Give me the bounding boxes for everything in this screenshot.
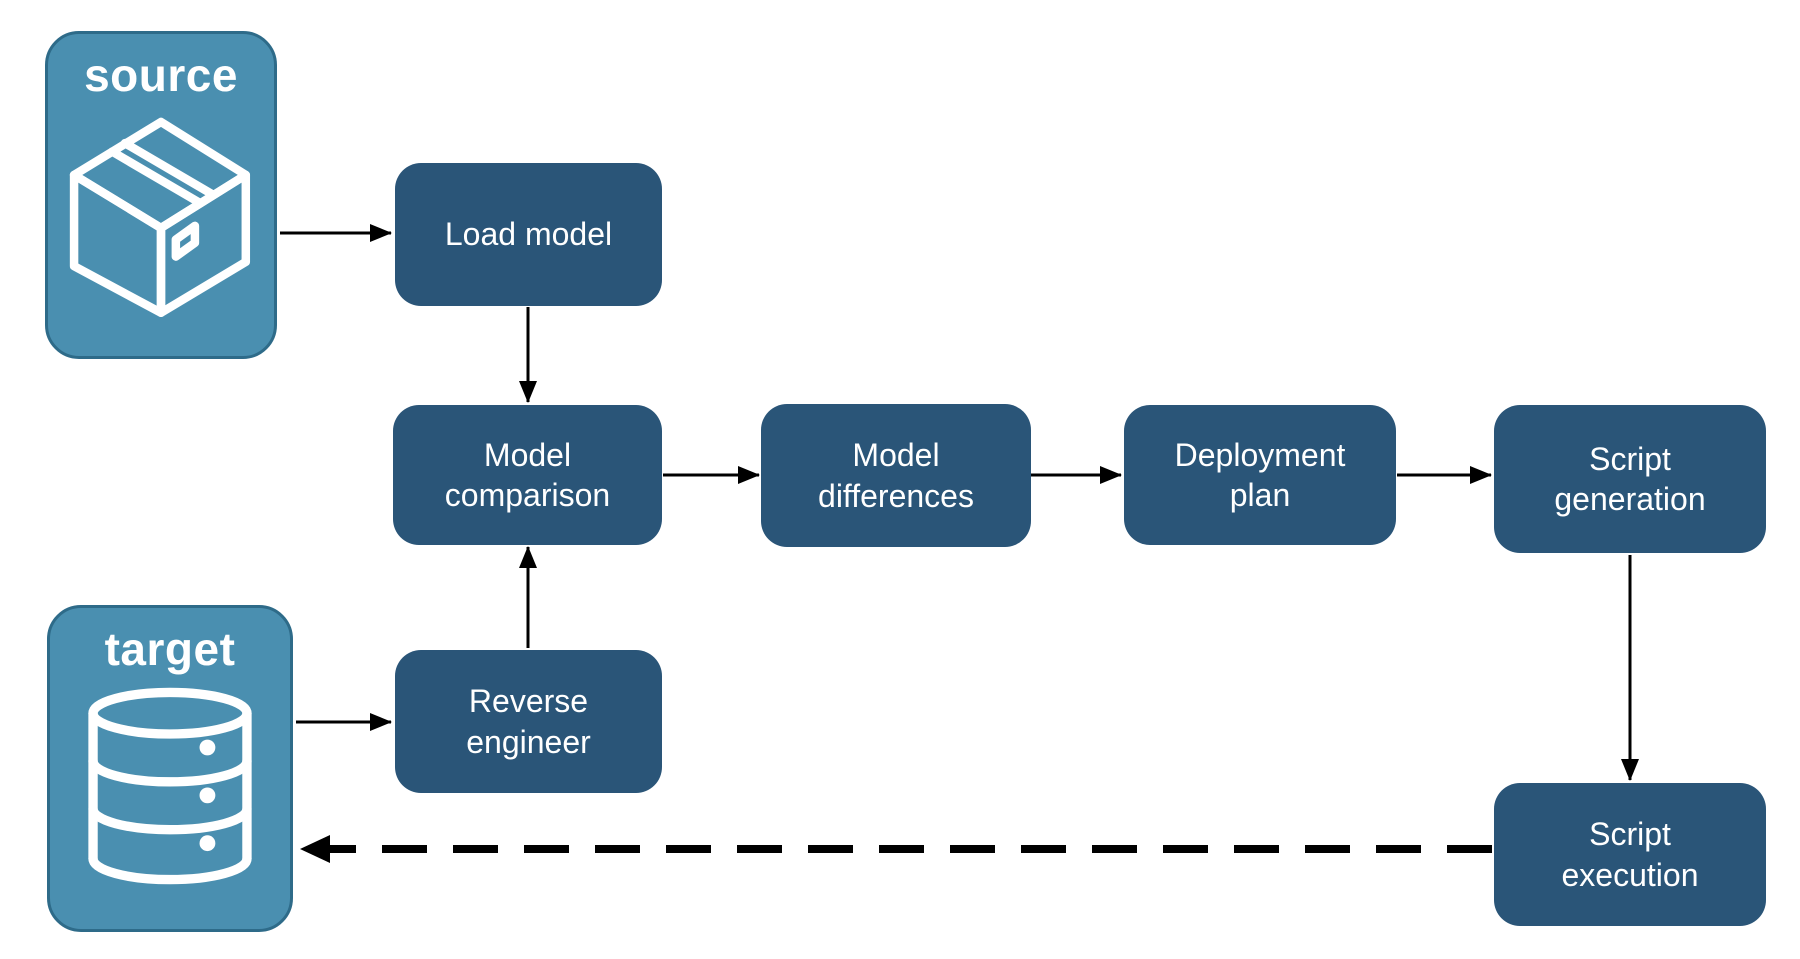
process-script-generation: Script generation xyxy=(1494,405,1766,553)
process-reverse-engineer: Reverse engineer xyxy=(395,650,662,793)
target-node: target xyxy=(47,605,293,932)
source-label: source xyxy=(84,49,238,101)
process-model-differences: Model differences xyxy=(761,404,1031,547)
script-generation-label: Script generation xyxy=(1554,440,1706,517)
database-icon xyxy=(88,687,252,884)
process-script-execution: Script execution xyxy=(1494,783,1766,926)
package-icon xyxy=(69,117,251,317)
target-label: target xyxy=(104,623,236,675)
process-deployment-plan: Deployment plan xyxy=(1124,405,1396,545)
model-comparison-label: Model comparison xyxy=(444,436,611,513)
process-model-comparison: Model comparison xyxy=(393,405,662,545)
script-execution-label: Script execution xyxy=(1561,816,1699,893)
source-node: source xyxy=(45,31,277,359)
model-differences-label: Model differences xyxy=(818,437,974,514)
deployment-plan-label: Deployment plan xyxy=(1174,436,1346,513)
process-load-model: Load model xyxy=(395,163,662,306)
reverse-engineer-label: Reverse engineer xyxy=(466,683,591,760)
load-model-label: Load model xyxy=(444,216,613,253)
